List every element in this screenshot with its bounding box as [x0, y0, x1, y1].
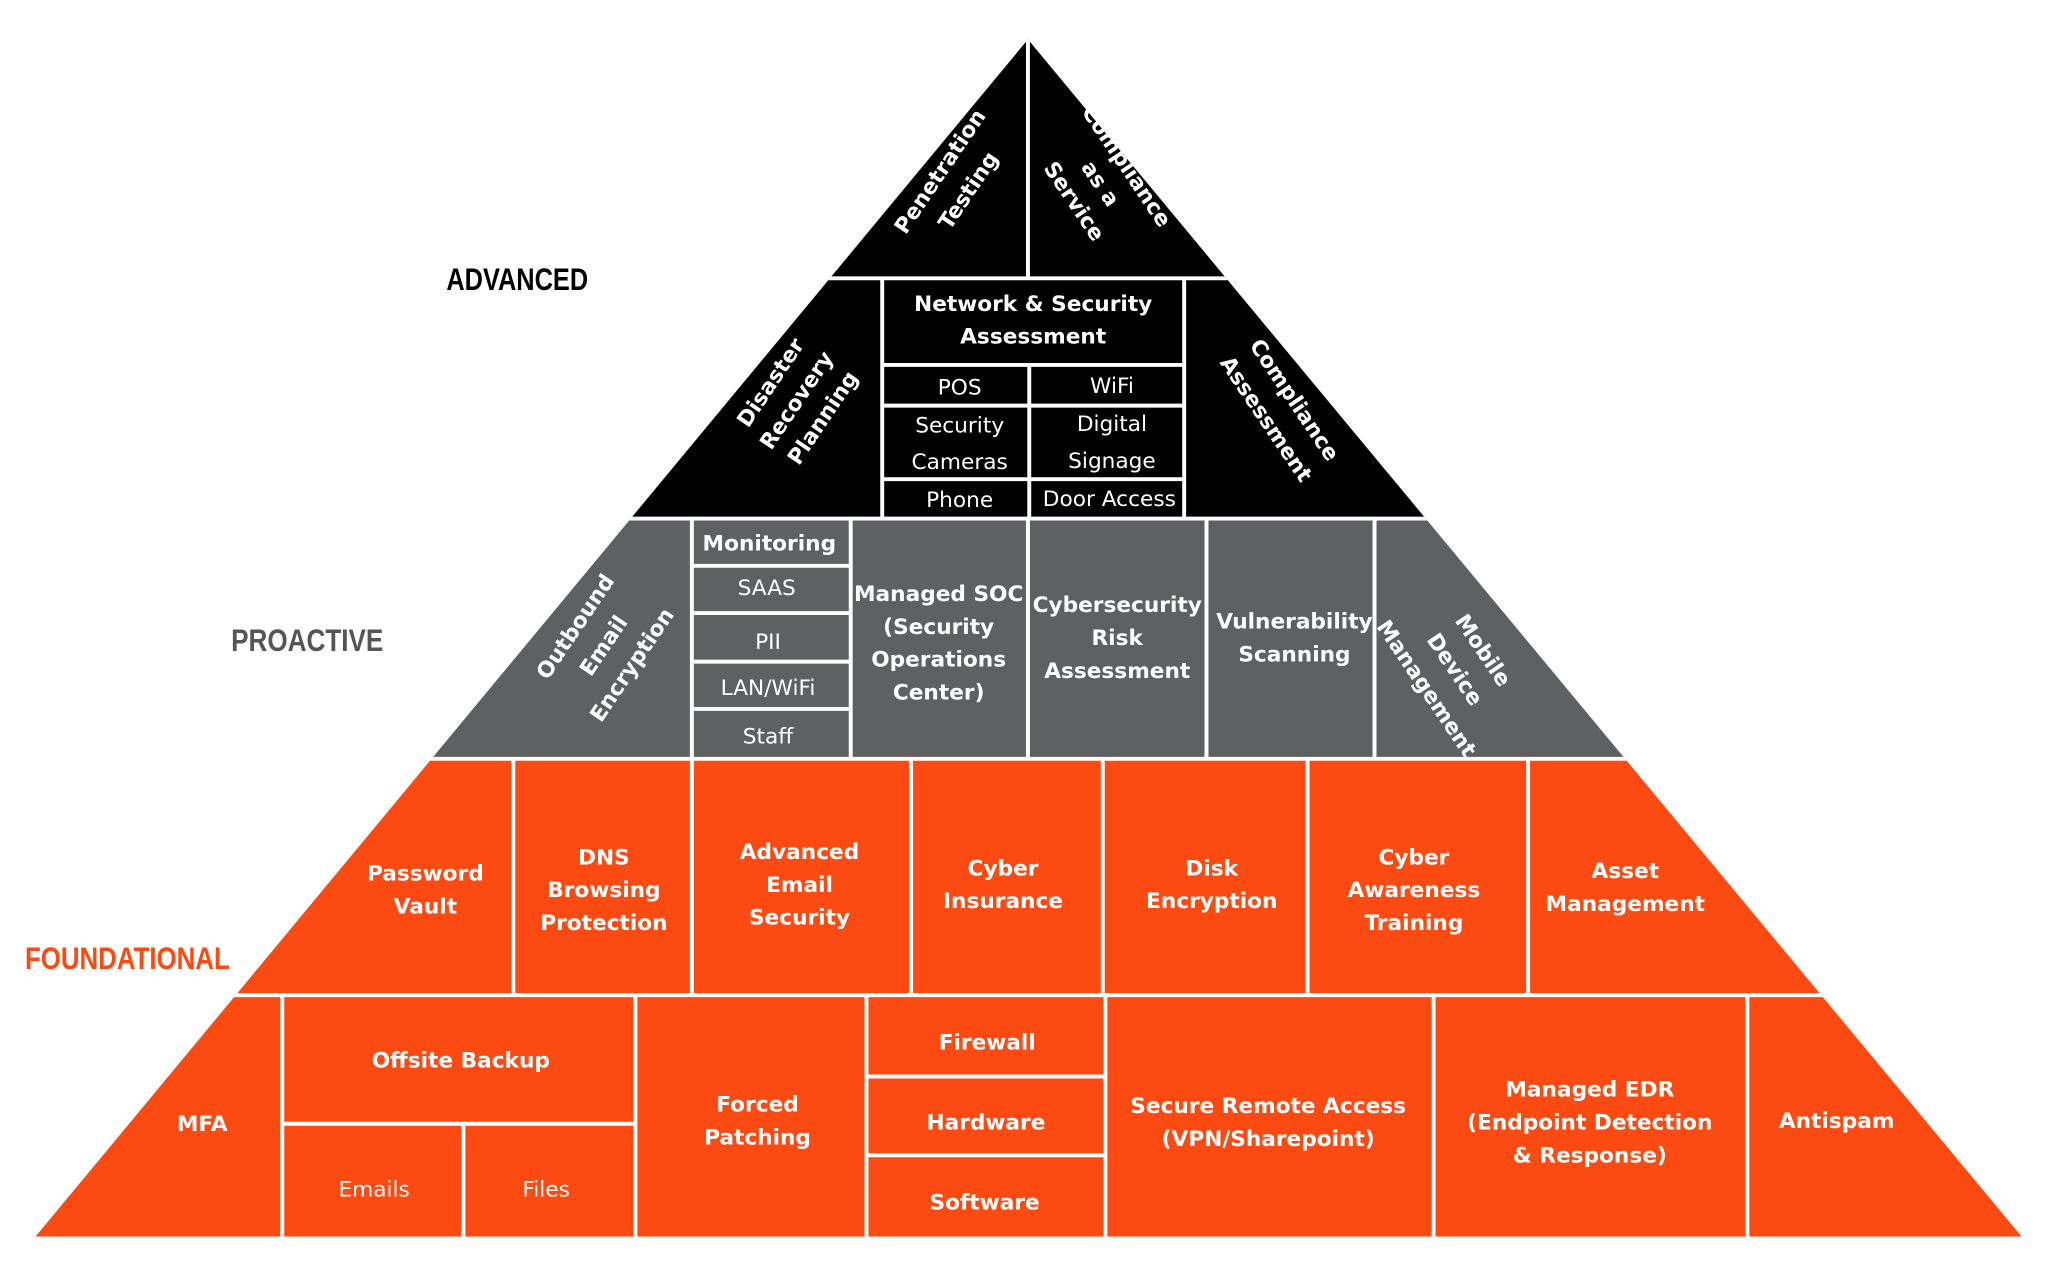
cell-text-line: & Response): [1513, 1143, 1667, 1168]
cell-text-line: Vault: [394, 894, 457, 919]
cell-text-line: Advanced: [740, 840, 859, 865]
cell-text-line: Network & Security: [914, 291, 1152, 316]
cell-text-line: Offsite Backup: [372, 1048, 550, 1073]
cell-mfa: MFA: [177, 1111, 228, 1136]
cell-text-line: Secure Remote Access: [1130, 1094, 1406, 1119]
cell-text-line: Management: [1546, 891, 1705, 916]
cell-lan-wifi: LAN/WiFi: [721, 675, 816, 700]
cell-text-line: Center): [893, 680, 985, 705]
cell-text-line: Security: [915, 413, 1004, 438]
cell-text-line: Managed EDR: [1505, 1077, 1674, 1102]
cell-pos: POS: [938, 375, 982, 400]
cell-offsite-backup: Offsite Backup: [372, 1048, 550, 1073]
cell-text-line: Managed SOC: [854, 582, 1023, 607]
cell-text-line: Cybersecurity: [1033, 593, 1202, 618]
cell-text-line: Browsing: [547, 878, 660, 903]
cell-text-line: SAAS: [738, 576, 796, 601]
cell-text-line: Firewall: [939, 1030, 1036, 1055]
cell-text-line: Assessment: [1044, 658, 1190, 683]
cell-text-line: Encryption: [1146, 889, 1277, 914]
cell-files: Files: [522, 1177, 570, 1202]
cell-text-line: Operations: [871, 647, 1006, 672]
cell-firewall: Firewall: [939, 1030, 1036, 1055]
cell-antispam: Antispam: [1779, 1109, 1895, 1134]
cell-text-line: Protection: [540, 910, 667, 935]
cell-text-line: Antispam: [1779, 1109, 1895, 1134]
tier-foundational-lower: [35, 995, 2022, 1237]
level-label-advanced: ADVANCED: [446, 261, 588, 297]
cell-phone: Phone: [926, 488, 993, 513]
cell-managed-edr: Managed EDR (Endpoint Detection & Response…: [1467, 1077, 1712, 1168]
cell-text-line: Awareness: [1348, 878, 1481, 903]
cell-secure-remote-access: Secure Remote Access (VPN/Sharepoint): [1130, 1094, 1406, 1152]
cell-text-line: Files: [522, 1177, 570, 1202]
cell-text-line: (VPN/Sharepoint): [1162, 1126, 1375, 1151]
cell-text-line: Phone: [926, 488, 993, 513]
cell-saas: SAAS: [738, 576, 796, 601]
cell-text-line: Digital: [1077, 412, 1147, 437]
cell-text-line: Risk: [1092, 626, 1144, 651]
cell-emails: Emails: [338, 1177, 409, 1202]
cell-text-line: Cameras: [912, 450, 1008, 475]
cell-text-line: Insurance: [943, 889, 1063, 914]
cell-text-line: Staff: [743, 724, 795, 749]
cell-text-line: Patching: [704, 1125, 811, 1150]
cell-text-line: Cyber: [1378, 845, 1449, 870]
cell-text-line: Assessment: [960, 324, 1106, 349]
cell-text-line: Monitoring: [703, 531, 837, 556]
cell-text-line: Disk: [1185, 856, 1238, 881]
level-label-proactive: PROACTIVE: [231, 622, 383, 658]
cell-staff: Staff: [743, 724, 795, 749]
cell-text-line: Forced: [716, 1092, 799, 1117]
cell-hardware: Hardware: [926, 1110, 1045, 1135]
level-label-foundational: FOUNDATIONAL: [25, 940, 230, 976]
tier-advanced-top: [35, 39, 2022, 279]
cell-pii: PII: [755, 629, 781, 654]
cell-text-line: MFA: [177, 1111, 228, 1136]
cell-text-line: POS: [938, 375, 982, 400]
cell-text-line: Security: [749, 905, 850, 930]
cell-text-line: Hardware: [926, 1110, 1045, 1135]
cell-text-line: Vulnerability: [1216, 609, 1372, 634]
cell-text-line: Asset: [1591, 859, 1659, 884]
cell-text-line: LAN/WiFi: [721, 675, 816, 700]
cell-text-line: Training: [1364, 910, 1463, 935]
cell-text-line: Software: [929, 1190, 1039, 1215]
cell-text-line: Door Access: [1043, 486, 1176, 511]
cell-text-line: PII: [755, 629, 781, 654]
cell-text-line: (Security: [883, 614, 994, 639]
cell-door-access: Door Access: [1043, 486, 1176, 511]
cell-text-line: Emails: [338, 1177, 409, 1202]
cell-text-line: Email: [766, 872, 833, 897]
cell-text-line: (Endpoint Detection: [1467, 1110, 1712, 1135]
cell-text-line: Cyber: [968, 856, 1039, 881]
cell-monitoring: Monitoring: [703, 531, 837, 556]
cell-text-line: Scanning: [1238, 642, 1350, 667]
cell-text-line: Signage: [1068, 448, 1156, 473]
cell-software: Software: [929, 1190, 1039, 1215]
cell-text-line: WiFi: [1090, 373, 1134, 398]
cell-wifi: WiFi: [1090, 373, 1134, 398]
cell-text-line: DNS: [578, 845, 630, 870]
cell-text-line: Password: [367, 861, 484, 886]
